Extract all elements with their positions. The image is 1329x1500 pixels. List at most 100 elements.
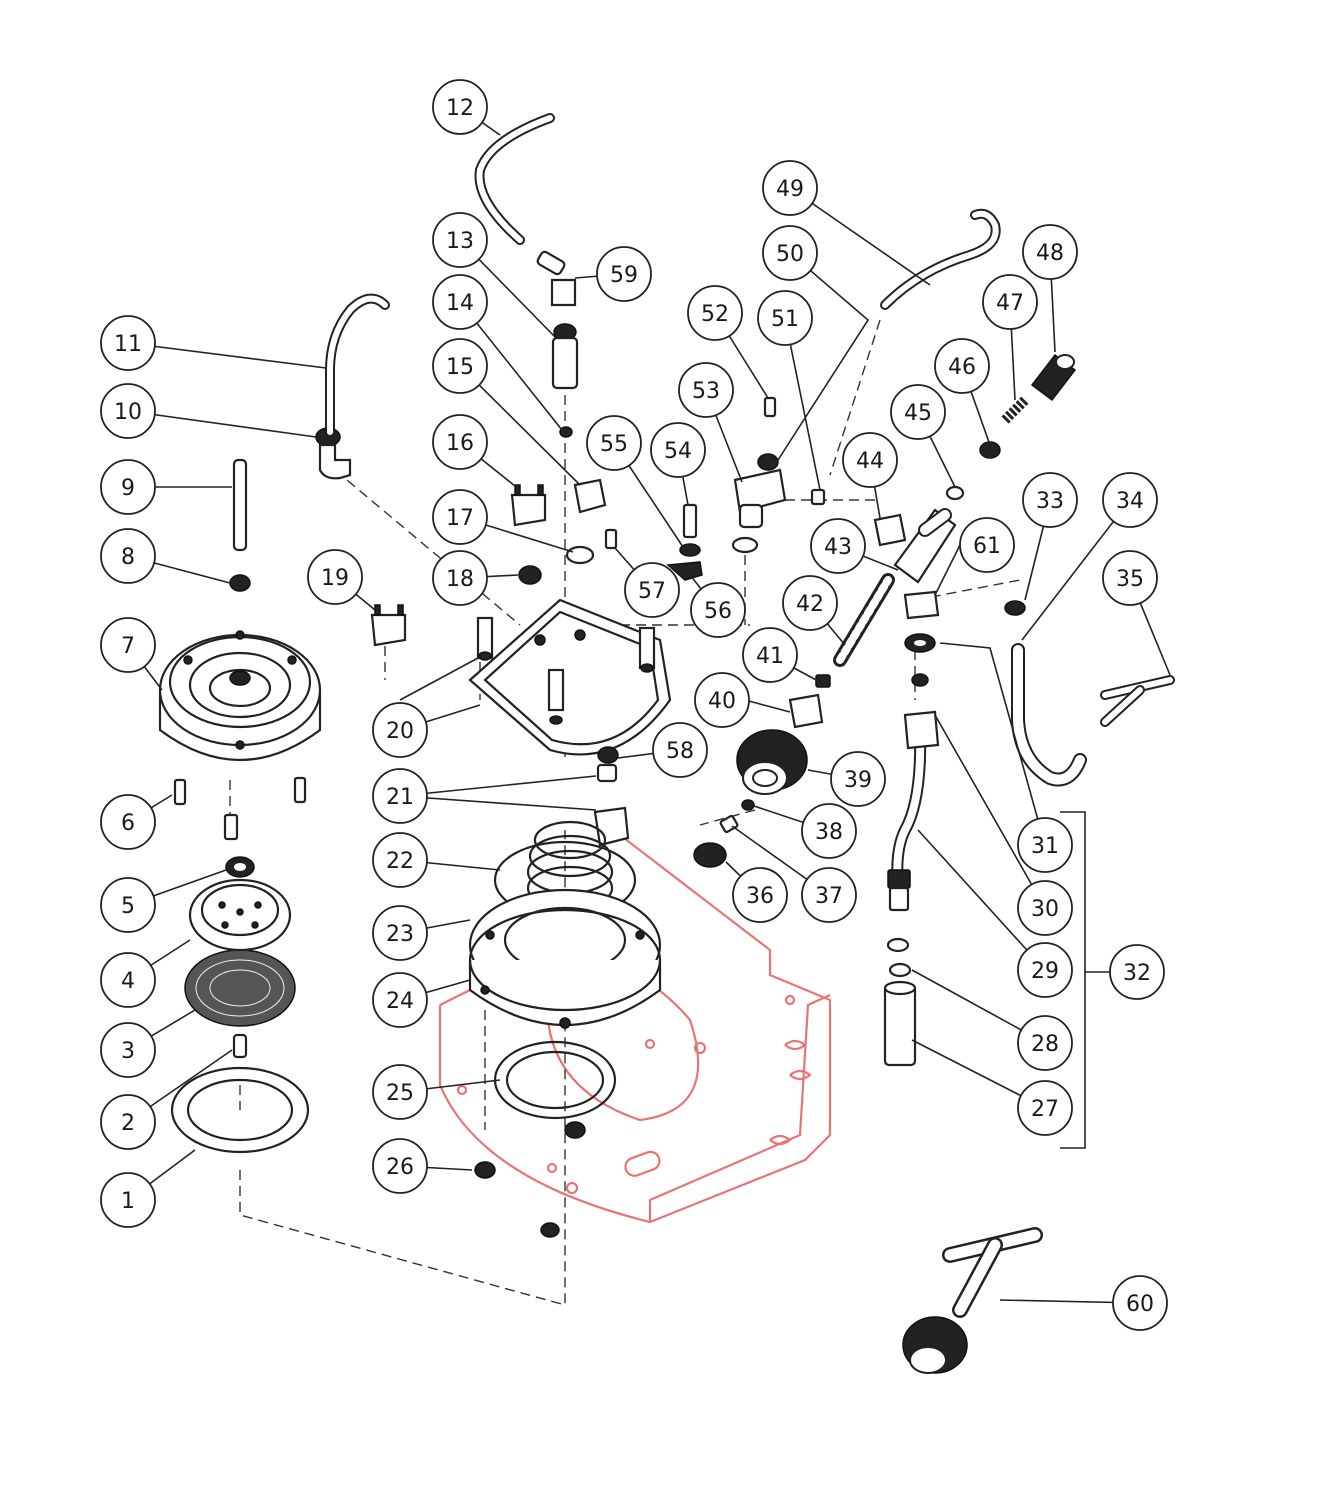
callout-number: 41: [756, 644, 784, 669]
callout-11: 11: [100, 315, 156, 371]
callout-31: 31: [1017, 817, 1073, 873]
callout-bubble: [782, 575, 838, 631]
callout-14: 14: [432, 274, 488, 330]
part-30-fitting: [903, 673, 940, 750]
callout-number: 51: [771, 307, 799, 332]
callout-56: 56: [690, 582, 746, 638]
part-53-valve-assembly: [731, 468, 787, 554]
callout-bubble: [1102, 550, 1158, 606]
callout-bubble: [432, 79, 488, 135]
part-38-washer: [741, 799, 755, 811]
callout-bubble: [100, 315, 156, 371]
callout-number: 5: [121, 894, 135, 919]
part-20-boiler-cover: [468, 598, 672, 756]
callout-number: 58: [666, 739, 694, 764]
callout-bubble: [652, 722, 708, 778]
callout-bubble: [372, 1064, 428, 1120]
part-5-nut: [225, 856, 255, 878]
callout-58: 58: [652, 722, 708, 778]
callout-10: 10: [100, 383, 156, 439]
callout-bubble: [801, 867, 857, 923]
part-3-shower-screen: [184, 949, 296, 1027]
callout-bubble: [432, 414, 488, 470]
callout-number: 19: [321, 566, 349, 591]
callout-number: 11: [114, 332, 142, 357]
callout-number: 42: [796, 592, 824, 617]
part-58-fitting: [596, 746, 619, 783]
part-56-lever: [666, 561, 703, 581]
callout-number: 8: [121, 545, 135, 570]
callout-number: 34: [1116, 489, 1144, 514]
callout-bubble: [432, 212, 488, 268]
part-54-pin: [682, 503, 698, 539]
callout-bubble: [372, 832, 428, 888]
callout-bubble: [100, 794, 156, 850]
part-6-screws: [173, 776, 307, 841]
callout-20: 20: [372, 702, 428, 758]
callout-number: 57: [638, 579, 666, 604]
callout-50: 50: [762, 225, 818, 281]
callout-number: 6: [121, 811, 135, 836]
callout-number: 46: [948, 355, 976, 380]
callout-bubble: [372, 702, 428, 758]
callout-number: 39: [844, 768, 872, 793]
callout-12: 12: [432, 79, 488, 135]
callout-bubble: [100, 459, 156, 515]
part-39-knob: [736, 729, 808, 795]
callout-number: 45: [904, 401, 932, 426]
callout-bubble: [100, 877, 156, 933]
callout-bubble: [732, 867, 788, 923]
callout-39: 39: [830, 751, 886, 807]
callout-18: 18: [432, 550, 488, 606]
callout-bubble: [690, 582, 746, 638]
callout-bubble: [596, 246, 652, 302]
callout-3: 3: [100, 1022, 156, 1078]
callout-number: 23: [386, 922, 414, 947]
callout-number: 29: [1031, 959, 1059, 984]
callout-bubble: [810, 518, 866, 574]
callout-number: 44: [856, 449, 884, 474]
callout-2: 2: [100, 1094, 156, 1150]
callout-23: 23: [372, 905, 428, 961]
callout-number: 15: [446, 355, 474, 380]
callout-bubble: [372, 768, 428, 824]
part-16-bracket: [510, 484, 547, 527]
part-42-valve-stem: [833, 573, 895, 667]
callout-number: 9: [121, 476, 135, 501]
callout-number: 48: [1036, 241, 1064, 266]
callout-bubble: [762, 225, 818, 281]
callout-bubble: [1017, 817, 1073, 873]
part-34-tube: [1011, 643, 1087, 787]
callout-59: 59: [596, 246, 652, 302]
callout-bubble: [586, 415, 642, 471]
part-14-oring: [559, 426, 573, 438]
callout-labels: 1234567891011121314151617181920212223242…: [100, 79, 1168, 1331]
callout-number: 1: [121, 1189, 135, 1214]
callout-bubble: [432, 338, 488, 394]
callout-60: 60: [1112, 1275, 1168, 1331]
callout-bubble: [982, 274, 1038, 330]
callout-number: 40: [708, 689, 736, 714]
callout-17: 17: [432, 489, 488, 545]
callout-number: 60: [1126, 1292, 1154, 1317]
callout-number: 21: [386, 785, 414, 810]
part-12-tube: [474, 113, 555, 245]
callout-13: 13: [432, 212, 488, 268]
callout-bubble: [694, 672, 750, 728]
callout-bubble: [100, 528, 156, 584]
callout-number: 18: [446, 567, 474, 592]
callout-number: 27: [1031, 1097, 1059, 1122]
callout-43: 43: [810, 518, 866, 574]
part-29-steam-pipe: [887, 724, 927, 912]
callout-number: 30: [1031, 897, 1059, 922]
callout-number: 28: [1031, 1032, 1059, 1057]
part-49-tube: [880, 208, 1001, 310]
part-25-gasket: [493, 1040, 617, 1120]
part-52-screw: [763, 396, 777, 418]
callout-bubble: [959, 517, 1015, 573]
callout-number: 2: [121, 1111, 135, 1136]
part-11-tube: [325, 293, 390, 437]
part-1-gasket-ring: [170, 1066, 310, 1154]
callout-21: 21: [372, 768, 428, 824]
